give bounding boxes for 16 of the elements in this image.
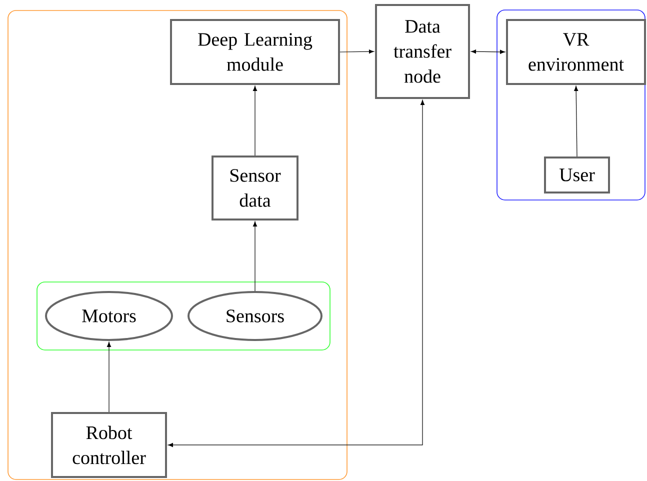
controller-box: Robot controller [51, 412, 167, 478]
arrow [574, 86, 578, 157]
data-box: Sensor data [212, 155, 298, 220]
group-frame [36, 282, 330, 350]
environment-box: VR environment [506, 19, 646, 85]
module-box: Deep Learning module [170, 19, 340, 85]
group-frame [496, 10, 646, 200]
group-frame [8, 10, 348, 480]
arrow [168, 100, 425, 447]
arrow [340, 50, 374, 54]
arrow [106, 342, 112, 412]
arrow [252, 86, 258, 156]
arrow [470, 50, 506, 54]
node-box: Data transfer node [375, 4, 470, 99]
arrow [252, 221, 258, 292]
user-box: User [544, 156, 610, 194]
